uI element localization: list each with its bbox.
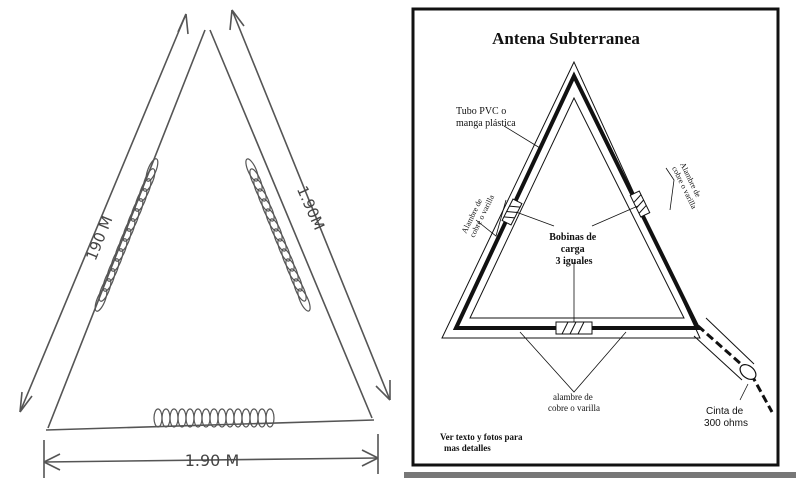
left-triangle-sketch: 190 M 1.90M 1.90 M bbox=[19, 9, 391, 478]
coil-left bbox=[501, 198, 523, 226]
left-dimension-line bbox=[19, 13, 187, 413]
diagram-title: Antena Subterranea bbox=[492, 29, 640, 48]
bottom-dimension-line bbox=[43, 457, 379, 463]
bottom-wire bbox=[45, 419, 375, 431]
pvc-tube-label: Tubo PVC o manga plástica bbox=[456, 106, 516, 129]
ribbon-feedline bbox=[693, 317, 774, 413]
loading-coils-label: Bobinas de carga 3 iguales bbox=[549, 232, 598, 267]
coil-right bbox=[629, 190, 651, 218]
diagram-frame bbox=[411, 7, 780, 467]
right-side-wire bbox=[209, 29, 373, 419]
underground-antenna-diagram: Antena Subterranea Tubo PVC o manga plás… bbox=[404, 7, 796, 478]
right-dimension-line bbox=[231, 9, 391, 401]
bottom-wire-label: alambre de cobre o varilla bbox=[548, 392, 600, 413]
ribbon-cable-label: Cinta de 300 ohms bbox=[704, 406, 748, 429]
left-side-length-label: 190 M bbox=[82, 213, 116, 263]
right-side-length-label: 1.90M bbox=[293, 183, 328, 233]
right-coil bbox=[245, 158, 311, 312]
bottom-length-label: 1.90 M bbox=[185, 451, 240, 470]
pvc-tube-inner bbox=[469, 96, 685, 319]
bottom-coil bbox=[153, 408, 275, 428]
left-coil bbox=[94, 158, 159, 312]
right-wire-label: Alambre de cobre o varilla bbox=[670, 161, 707, 211]
frame-bottom-shadow bbox=[404, 472, 796, 478]
left-wire-label: Alambre de cobre o varilla bbox=[460, 189, 497, 239]
coil-bottom bbox=[555, 321, 593, 335]
left-side-wire bbox=[47, 29, 206, 429]
see-text-note: Ver texto y fotos para mas detalles bbox=[440, 432, 525, 453]
